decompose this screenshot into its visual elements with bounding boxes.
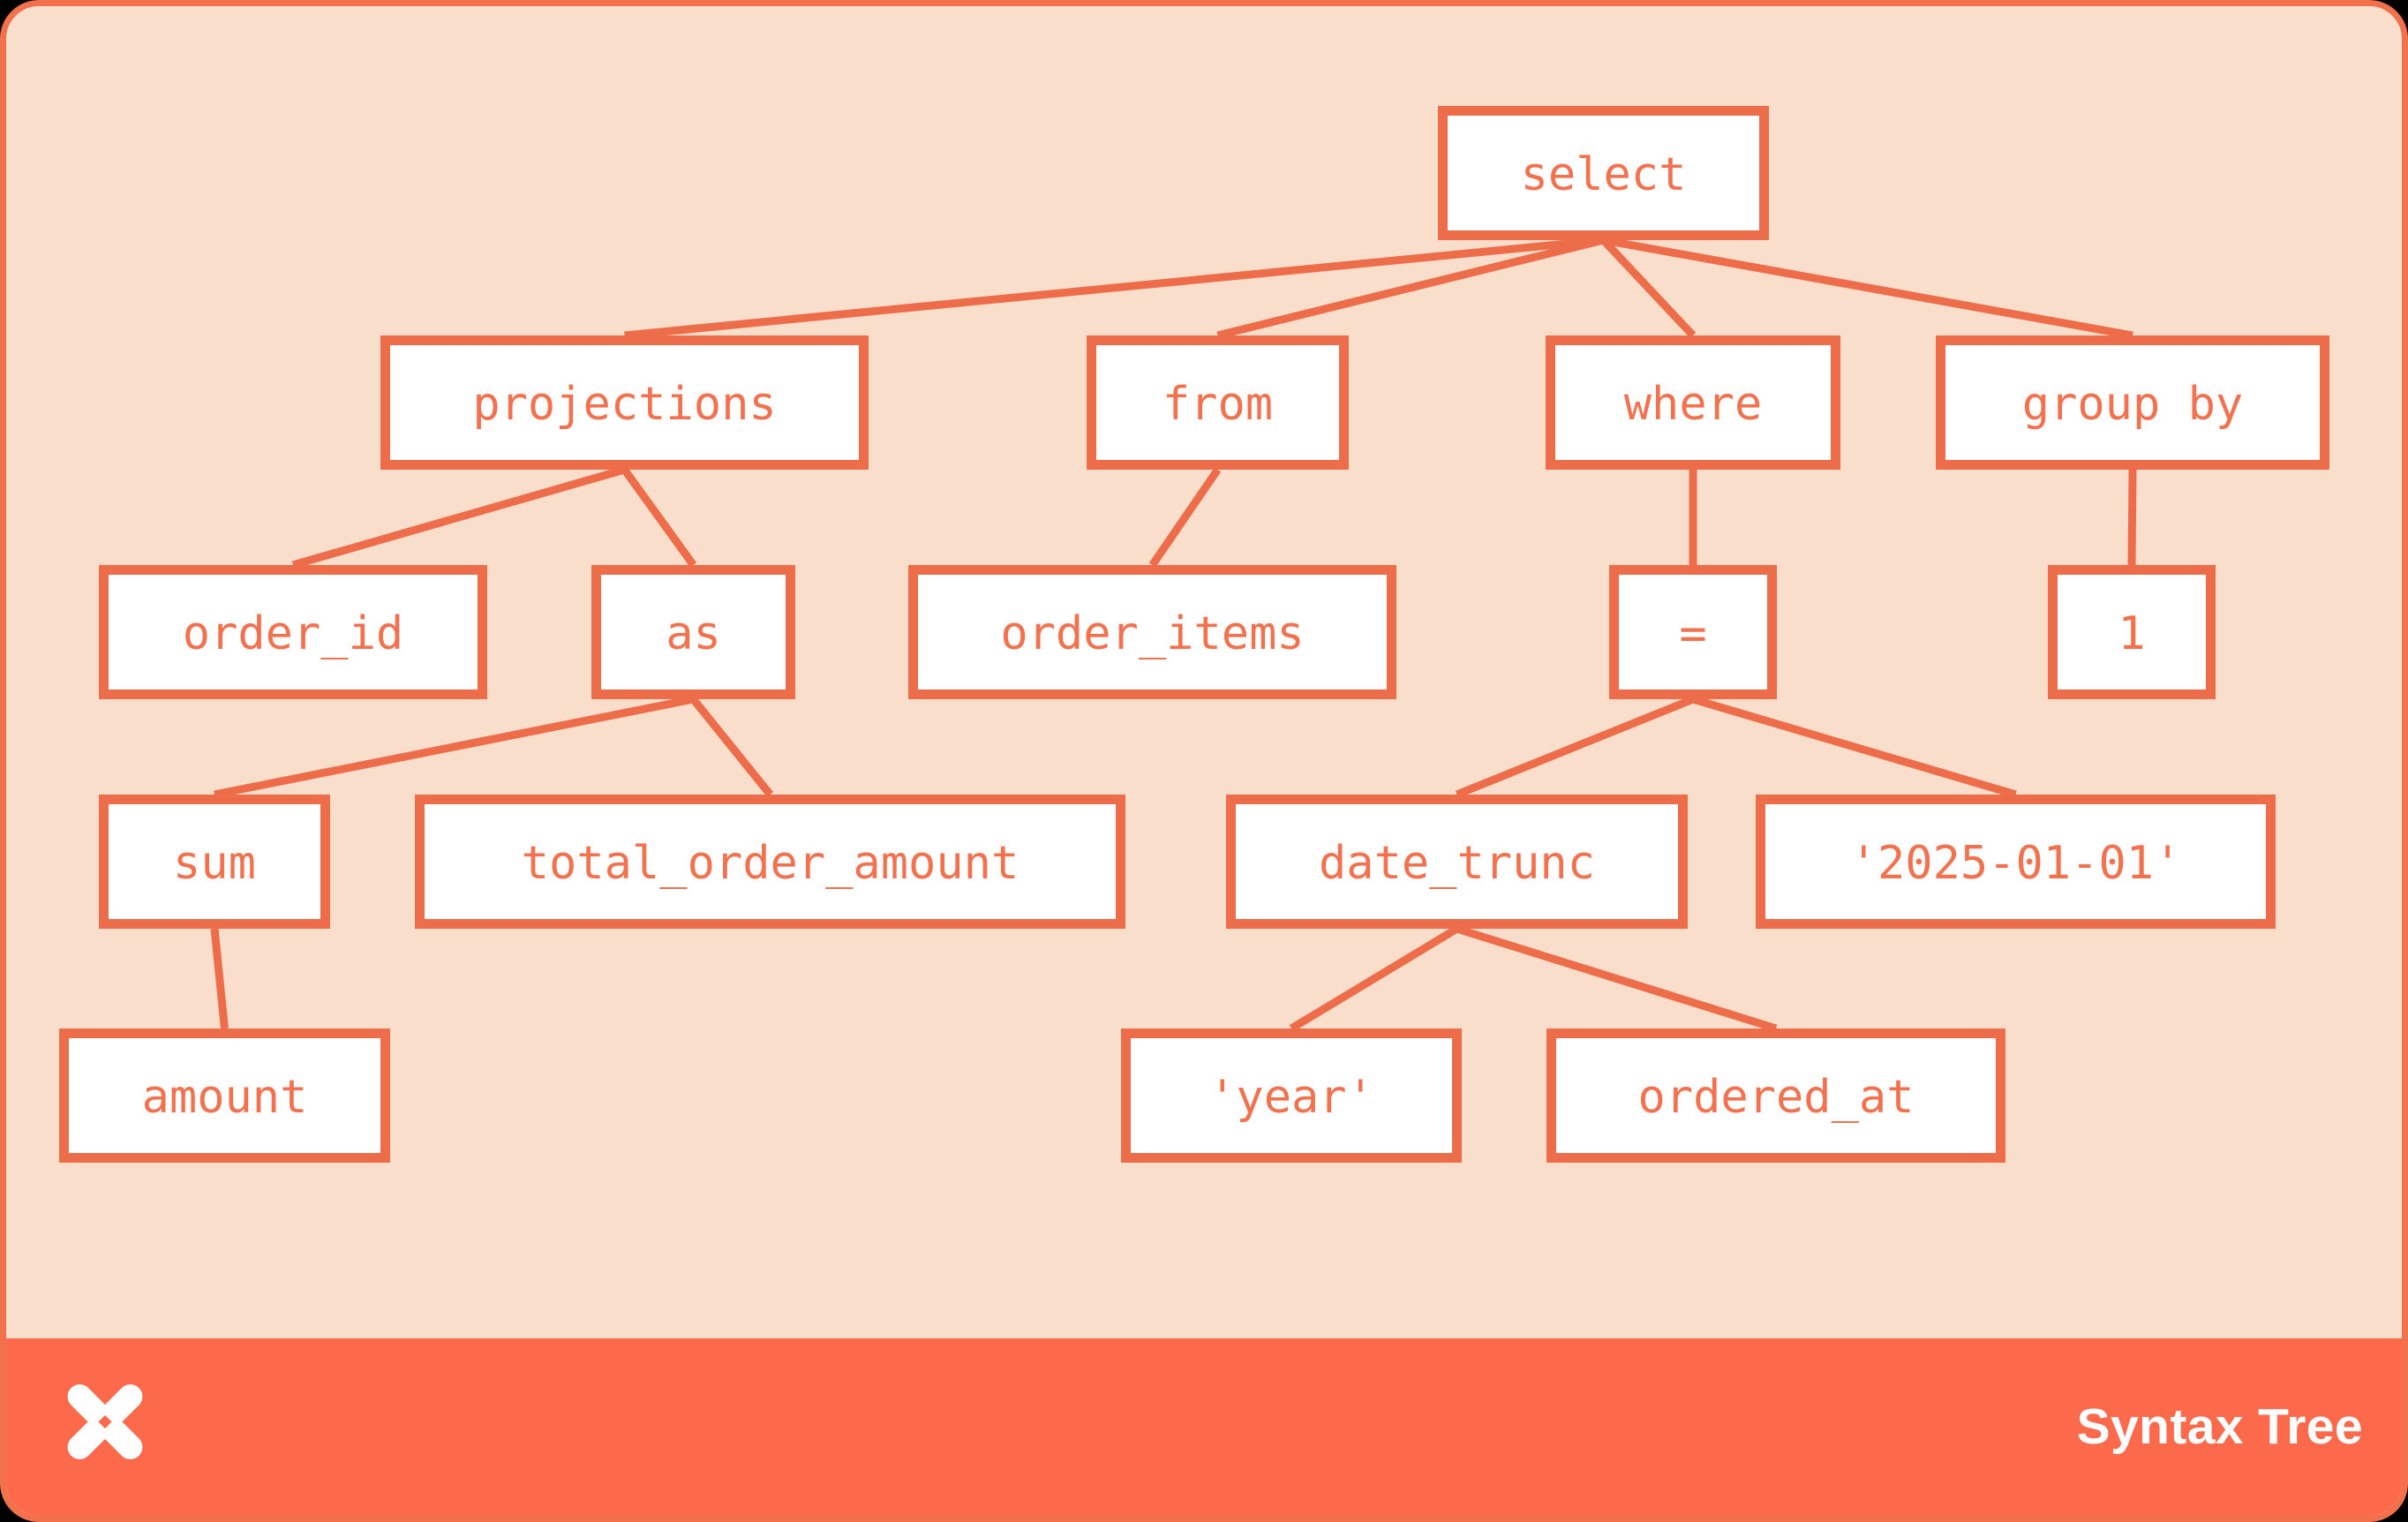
tree-edge-date_trunc-to-year_literal	[1289, 925, 1459, 1032]
node-layer: select projections from where group by order_…	[59, 106, 2329, 1163]
syntax-tree-graph: select projections from where group by order_…	[59, 106, 2329, 1163]
tree-edge-select-to-projections	[624, 236, 1604, 340]
tree-edge-group_by-to-one	[2127, 469, 2137, 566]
tree-node-label: as	[666, 607, 721, 660]
tree-node-label: 1	[2118, 607, 2145, 660]
tree-node-label: where	[1624, 378, 1763, 431]
tree-edge-eq-to-date_trunc	[1455, 695, 1695, 799]
tree-node-sum[interactable]: sum	[99, 795, 330, 929]
tree-node-label: select	[1521, 148, 1687, 201]
tree-node-label: amount	[142, 1071, 308, 1124]
tree-edge-sum-to-amount	[210, 928, 229, 1029]
tree-node-label: =	[1679, 607, 1706, 660]
tree-node-box	[1609, 565, 1777, 699]
tree-node-one[interactable]: 1	[2048, 565, 2216, 699]
tree-node-box	[1226, 795, 1688, 929]
tree-node-eq[interactable]: =	[1609, 565, 1777, 699]
tree-node-label: total_order_amount	[522, 837, 1020, 890]
tree-node-label: 'year'	[1208, 1071, 1374, 1124]
tree-node-box	[59, 1028, 390, 1163]
x-star-logo-icon	[67, 1383, 143, 1459]
tree-node-label: order_id	[183, 607, 403, 660]
tree-edge-select-to-from	[1216, 236, 1605, 340]
tree-node-box	[415, 795, 1125, 929]
tree-node-box	[1121, 1028, 1462, 1163]
tree-node-group_by[interactable]: group by	[1936, 335, 2329, 470]
tree-node-label: projections	[472, 378, 776, 431]
tree-edge-projections-to-order_id	[291, 465, 626, 569]
tree-node-box	[1546, 335, 1840, 470]
tree-node-label: sum	[173, 837, 256, 890]
tree-node-label: '2025-01-01'	[1850, 837, 2182, 890]
tree-node-total_order_amount[interactable]: total_order_amount	[415, 795, 1125, 929]
tree-node-year_literal[interactable]: 'year'	[1121, 1028, 1462, 1163]
tree-node-ordered_at[interactable]: ordered_at	[1546, 1028, 2005, 1163]
tree-edge-select-to-group_by	[1602, 236, 2133, 340]
tree-edge-select-to-where	[1600, 237, 1697, 339]
tree-node-order_items[interactable]: order_items	[908, 565, 1396, 699]
tree-node-as[interactable]: as	[591, 565, 795, 699]
tree-edge-from-to-order_items	[1148, 467, 1222, 568]
tree-edge-projections-to-as	[621, 467, 697, 568]
tree-node-box	[380, 335, 869, 470]
tree-node-box	[1936, 335, 2329, 470]
tree-node-label: group by	[2022, 378, 2243, 431]
tree-node-box	[1546, 1028, 2005, 1163]
footer-title: Syntax Tree	[2076, 1398, 2363, 1455]
tree-node-label: from	[1163, 378, 1273, 431]
tree-node-box	[2048, 565, 2216, 699]
edge-layer	[210, 236, 2137, 1033]
tree-node-order_id[interactable]: order_id	[99, 565, 487, 699]
tree-node-box	[1438, 106, 1769, 240]
tree-edge-eq-to-date_literal	[1691, 695, 2017, 799]
tree-node-date_literal[interactable]: '2025-01-01'	[1756, 795, 2276, 929]
tree-node-projections[interactable]: projections	[380, 335, 869, 470]
tree-node-box	[1756, 795, 2276, 929]
tree-edge-date_trunc-to-ordered_at	[1456, 924, 1778, 1033]
tree-edge-as-to-total_order_amount	[689, 697, 774, 797]
tree-node-where[interactable]: where	[1546, 335, 1840, 470]
tree-node-box	[99, 565, 487, 699]
tree-node-select[interactable]: select	[1438, 106, 1769, 240]
tree-node-label: order_items	[1000, 607, 1304, 660]
tree-node-label: ordered_at	[1637, 1071, 1914, 1124]
tree-node-box	[99, 795, 330, 929]
tree-node-date_trunc[interactable]: date_trunc	[1226, 795, 1688, 929]
tree-node-box	[591, 565, 795, 699]
tree-node-amount[interactable]: amount	[59, 1028, 390, 1163]
tree-node-box	[1087, 335, 1349, 470]
tree-node-label: date_trunc	[1319, 837, 1595, 890]
tree-node-from[interactable]: from	[1087, 335, 1349, 470]
tree-diagram-area: select projections from where group by order_…	[6, 6, 2402, 1353]
tree-edge-as-to-sum	[214, 695, 695, 799]
tree-node-box	[908, 565, 1396, 699]
footer-bar: Syntax Tree	[6, 1338, 2402, 1516]
